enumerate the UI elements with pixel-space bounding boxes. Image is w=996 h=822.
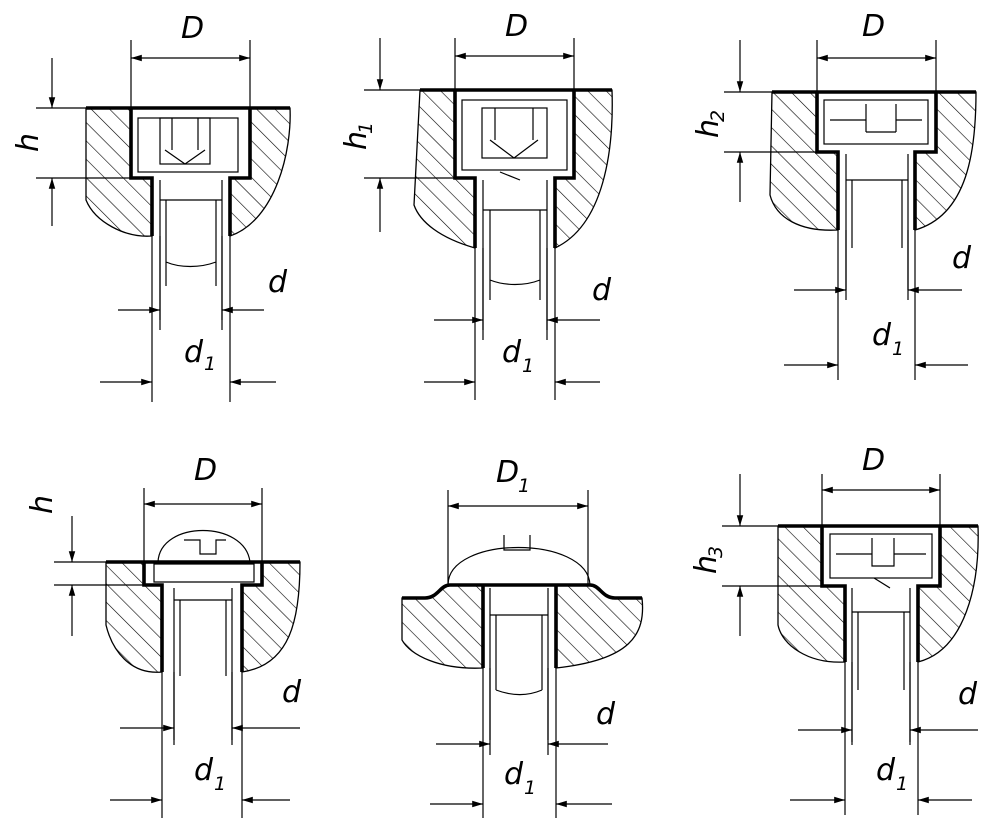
head-slot bbox=[184, 539, 226, 555]
hole-label: d bbox=[876, 753, 896, 788]
depth-label: h bbox=[11, 133, 46, 152]
diameter-extension-lines bbox=[143, 488, 263, 562]
thread-label: d bbox=[952, 241, 972, 276]
hole-label-subscript: 1 bbox=[204, 353, 216, 375]
diameter-extension-lines bbox=[454, 38, 575, 90]
socket-cone bbox=[164, 118, 206, 165]
screw-shank bbox=[851, 588, 911, 745]
section-part-right bbox=[914, 91, 977, 231]
thread-extension-lines bbox=[851, 662, 911, 742]
depth-label-subscript: 1 bbox=[355, 122, 377, 134]
screw-shank bbox=[159, 180, 223, 320]
figure-6: h 3 D d d 1 bbox=[689, 443, 979, 815]
hole-label-subscript: 1 bbox=[524, 777, 536, 799]
hole-label-subscript: 1 bbox=[214, 773, 226, 795]
head-slot bbox=[830, 104, 922, 133]
depth-label: h bbox=[339, 131, 374, 150]
figure-5: D 1 d d 1 bbox=[401, 455, 644, 818]
hole-label: d bbox=[184, 335, 204, 370]
diameter-extension-lines bbox=[816, 40, 937, 92]
screw-shank bbox=[173, 588, 233, 740]
diameter-label: D bbox=[194, 453, 217, 488]
hole-label: d bbox=[872, 318, 892, 353]
section-part-right bbox=[241, 561, 301, 673]
screw-shank bbox=[482, 171, 548, 340]
diameter-label: D bbox=[862, 443, 885, 478]
countersink-outline bbox=[772, 90, 976, 230]
thread-extension-lines bbox=[845, 230, 909, 300]
section-part-right bbox=[554, 89, 613, 250]
section-part-left bbox=[769, 91, 839, 231]
screw-head bbox=[153, 529, 255, 583]
diameter-label: D bbox=[505, 9, 528, 44]
screw-head bbox=[823, 99, 929, 145]
head-slot bbox=[503, 535, 531, 551]
figure-2: h 1 D d d 1 bbox=[339, 9, 613, 400]
thread-extension-lines bbox=[173, 672, 233, 745]
hex-socket bbox=[481, 107, 548, 159]
thread-label: d bbox=[268, 265, 288, 300]
figure-4: h D d d 1 bbox=[25, 453, 302, 818]
diameter-label: D bbox=[862, 9, 885, 44]
screw-shank bbox=[489, 588, 549, 740]
screw-head bbox=[447, 546, 591, 586]
thread-label: d bbox=[592, 273, 612, 308]
section-part-left bbox=[413, 89, 476, 249]
hole-extension-lines bbox=[474, 248, 556, 400]
depth-label: h bbox=[25, 495, 60, 514]
hole-extension-lines bbox=[837, 230, 916, 380]
hole-label: d bbox=[504, 757, 524, 792]
thread-label: d bbox=[596, 697, 616, 732]
diameter-label: D bbox=[181, 11, 204, 46]
head-slot bbox=[836, 538, 926, 589]
countersink-outline bbox=[778, 524, 978, 662]
depth-label: h bbox=[691, 119, 726, 138]
section-part-left bbox=[777, 525, 846, 663]
hole-label-subscript: 1 bbox=[896, 773, 908, 795]
diameter-extension-lines bbox=[447, 490, 589, 585]
hole-extension-lines bbox=[482, 668, 557, 818]
screw-shank bbox=[845, 154, 909, 290]
diameter-label: D bbox=[496, 455, 519, 490]
figure-1: h D d d 1 bbox=[11, 11, 291, 402]
section-part-right bbox=[229, 107, 291, 237]
depth-label-subscript: 3 bbox=[705, 546, 727, 558]
section-part-right bbox=[917, 525, 979, 663]
hole-label: d bbox=[194, 753, 214, 788]
thread-extension-lines bbox=[159, 236, 223, 330]
thread-extension-lines bbox=[482, 248, 548, 330]
hole-extension-lines bbox=[161, 672, 243, 818]
countersink-outline bbox=[86, 106, 290, 236]
depth-label: h bbox=[689, 555, 724, 574]
diameter-extension-lines bbox=[130, 40, 251, 108]
screw-head bbox=[461, 99, 568, 171]
depth-label-subscript: 2 bbox=[707, 110, 729, 122]
seat-outline bbox=[402, 583, 642, 668]
countersink-outline bbox=[106, 560, 300, 672]
socket-cone bbox=[489, 108, 539, 159]
screw-head bbox=[829, 533, 933, 579]
hole-label-subscript: 1 bbox=[892, 338, 904, 360]
thread-label: d bbox=[282, 675, 302, 710]
hole-extension-lines bbox=[844, 662, 919, 815]
countersink-outline bbox=[420, 88, 612, 248]
hole-label-subscript: 1 bbox=[522, 355, 534, 377]
hole-extension-lines bbox=[151, 236, 231, 402]
hex-socket bbox=[159, 117, 211, 165]
thread-label: d bbox=[958, 677, 978, 712]
thread-extension-lines bbox=[489, 668, 549, 755]
figure-3: h 2 D d d 1 bbox=[691, 9, 977, 380]
diameter-extension-lines bbox=[821, 474, 941, 526]
hole-label: d bbox=[502, 335, 522, 370]
diameter-label-subscript: 1 bbox=[518, 475, 530, 497]
